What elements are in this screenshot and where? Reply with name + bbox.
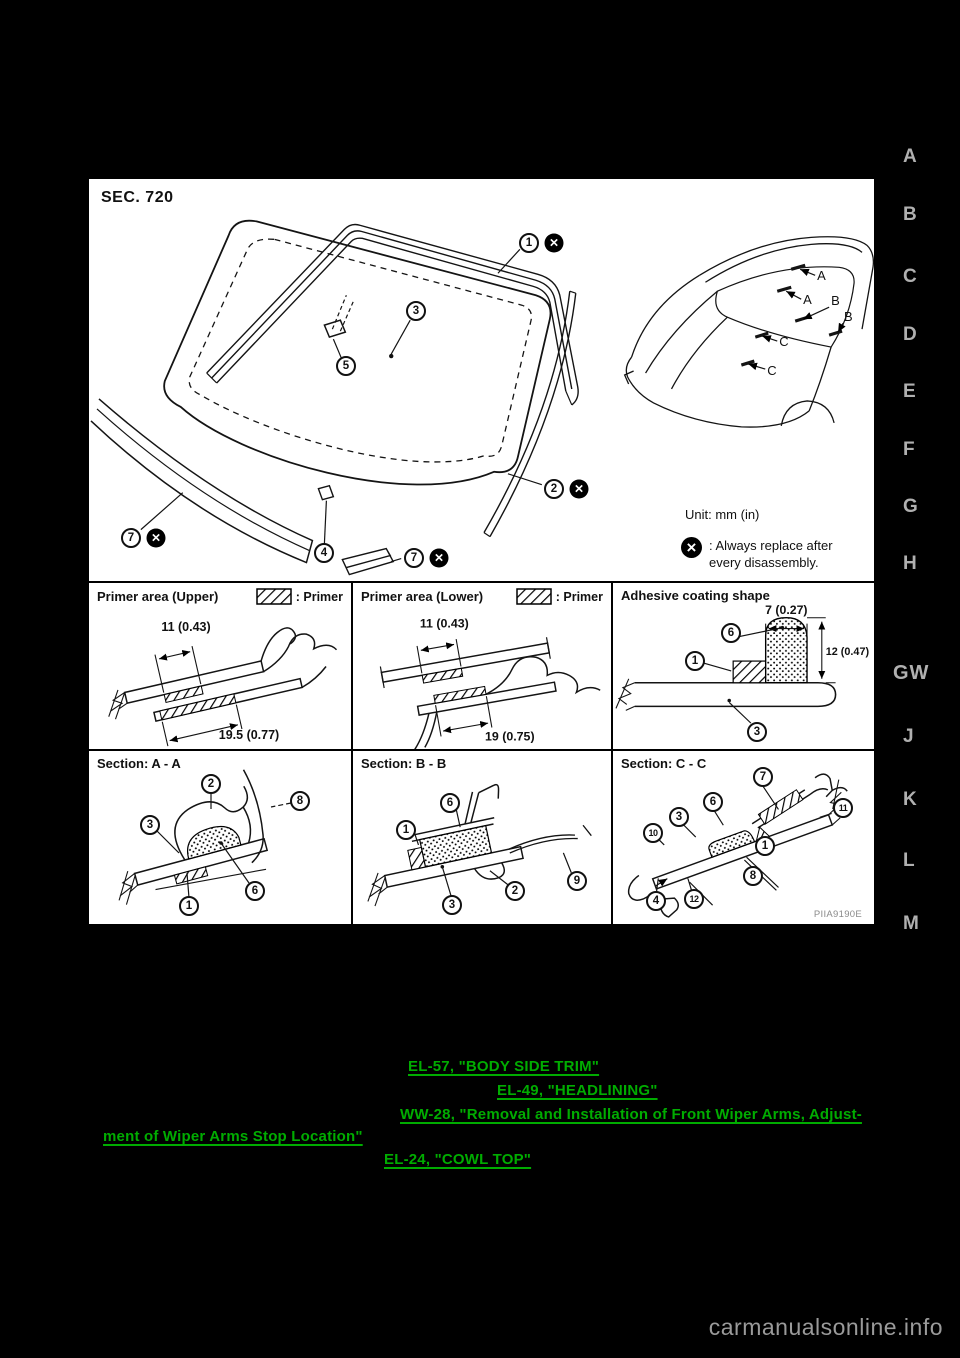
margin-letter-c: C	[903, 266, 917, 287]
figure-code: PIIA9190E	[813, 909, 862, 920]
margin-letter-h: H	[903, 553, 917, 574]
primer-upper-drawing: 11 (0.43) 19.5 (0.77)	[108, 620, 338, 747]
margin-letter-m: M	[903, 913, 919, 934]
panel-section-cc: Section: C - C	[611, 751, 874, 926]
panel-primer-upper: Primer area (Upper) : Primer	[89, 583, 351, 749]
primer-lower-drawing: 11 (0.43) 19 (0.75)	[379, 616, 601, 749]
dim-label: 12 (0.47)	[826, 646, 870, 658]
link-wiper-arms-line1[interactable]: WW-28, "Removal and Installation of Fron…	[400, 1106, 862, 1123]
car-section-label: C	[767, 363, 776, 378]
dim-label: 19.5 (0.77)	[219, 728, 279, 742]
margin-letter-a: A	[903, 146, 917, 167]
link-headlining[interactable]: EL-49, "HEADLINING"	[497, 1082, 658, 1099]
margin-letter-f: F	[903, 439, 915, 460]
dim-label: 7 (0.27)	[765, 603, 807, 617]
dim-label: 11 (0.43)	[420, 616, 469, 630]
replace-legend: × : Always replace after every disassemb…	[681, 537, 833, 571]
margin-letter-e: E	[903, 381, 916, 402]
windshield-illustration: A A B B C C	[90, 219, 874, 576]
panel-section-bb: Section: B - B	[351, 751, 611, 926]
margin-letter-d: D	[903, 324, 917, 345]
section-aa-drawing	[118, 769, 292, 905]
dim-label: 11 (0.43)	[161, 620, 210, 634]
dim-label: 19 (0.75)	[485, 729, 535, 743]
section-number-label: SEC. 720	[101, 189, 174, 206]
car-section-label: A	[817, 268, 826, 283]
margin-letter-b: B	[903, 204, 917, 225]
figure-box: SEC. 720	[88, 178, 875, 926]
adhesive-shape-drawing: 7 (0.27) 12 (0.47)	[615, 603, 870, 724]
margin-letter-j: J	[903, 726, 914, 747]
car-body-sketch	[623, 236, 874, 428]
link-wiper-arms-line2[interactable]: ment of Wiper Arms Stop Location"	[103, 1128, 363, 1145]
link-body-side-trim[interactable]: EL-57, "BODY SIDE TRIM"	[408, 1058, 600, 1075]
car-section-label: B	[831, 293, 840, 308]
watermark: carmanualsonline.info	[708, 1314, 943, 1340]
replace-note-line1: : Always replace after	[709, 538, 833, 553]
replace-note-line2: every disassembly.	[709, 555, 819, 570]
panel-section-aa: Section: A - A	[89, 751, 351, 926]
main-diagram: SEC. 720	[89, 179, 874, 581]
panel-primer-lower: Primer area (Lower) : Primer	[351, 583, 611, 749]
panel-adhesive-shape: Adhesive coating shape	[611, 583, 874, 749]
car-section-label: A	[803, 292, 812, 307]
margin-letter-g: G	[903, 496, 918, 517]
unit-note: Unit: mm (in)	[685, 507, 760, 522]
car-section-label: C	[779, 334, 788, 349]
section-cc-drawing	[627, 773, 848, 918]
margin-letter-k: K	[903, 789, 917, 810]
always-replace-icon: ×	[681, 537, 702, 558]
margin-letter-l: L	[903, 850, 915, 871]
gw-section-tab: GW	[893, 662, 930, 684]
car-section-label: B	[844, 309, 853, 324]
link-cowl-top[interactable]: EL-24, "COWL TOP"	[384, 1151, 532, 1168]
section-bb-drawing	[367, 783, 592, 907]
